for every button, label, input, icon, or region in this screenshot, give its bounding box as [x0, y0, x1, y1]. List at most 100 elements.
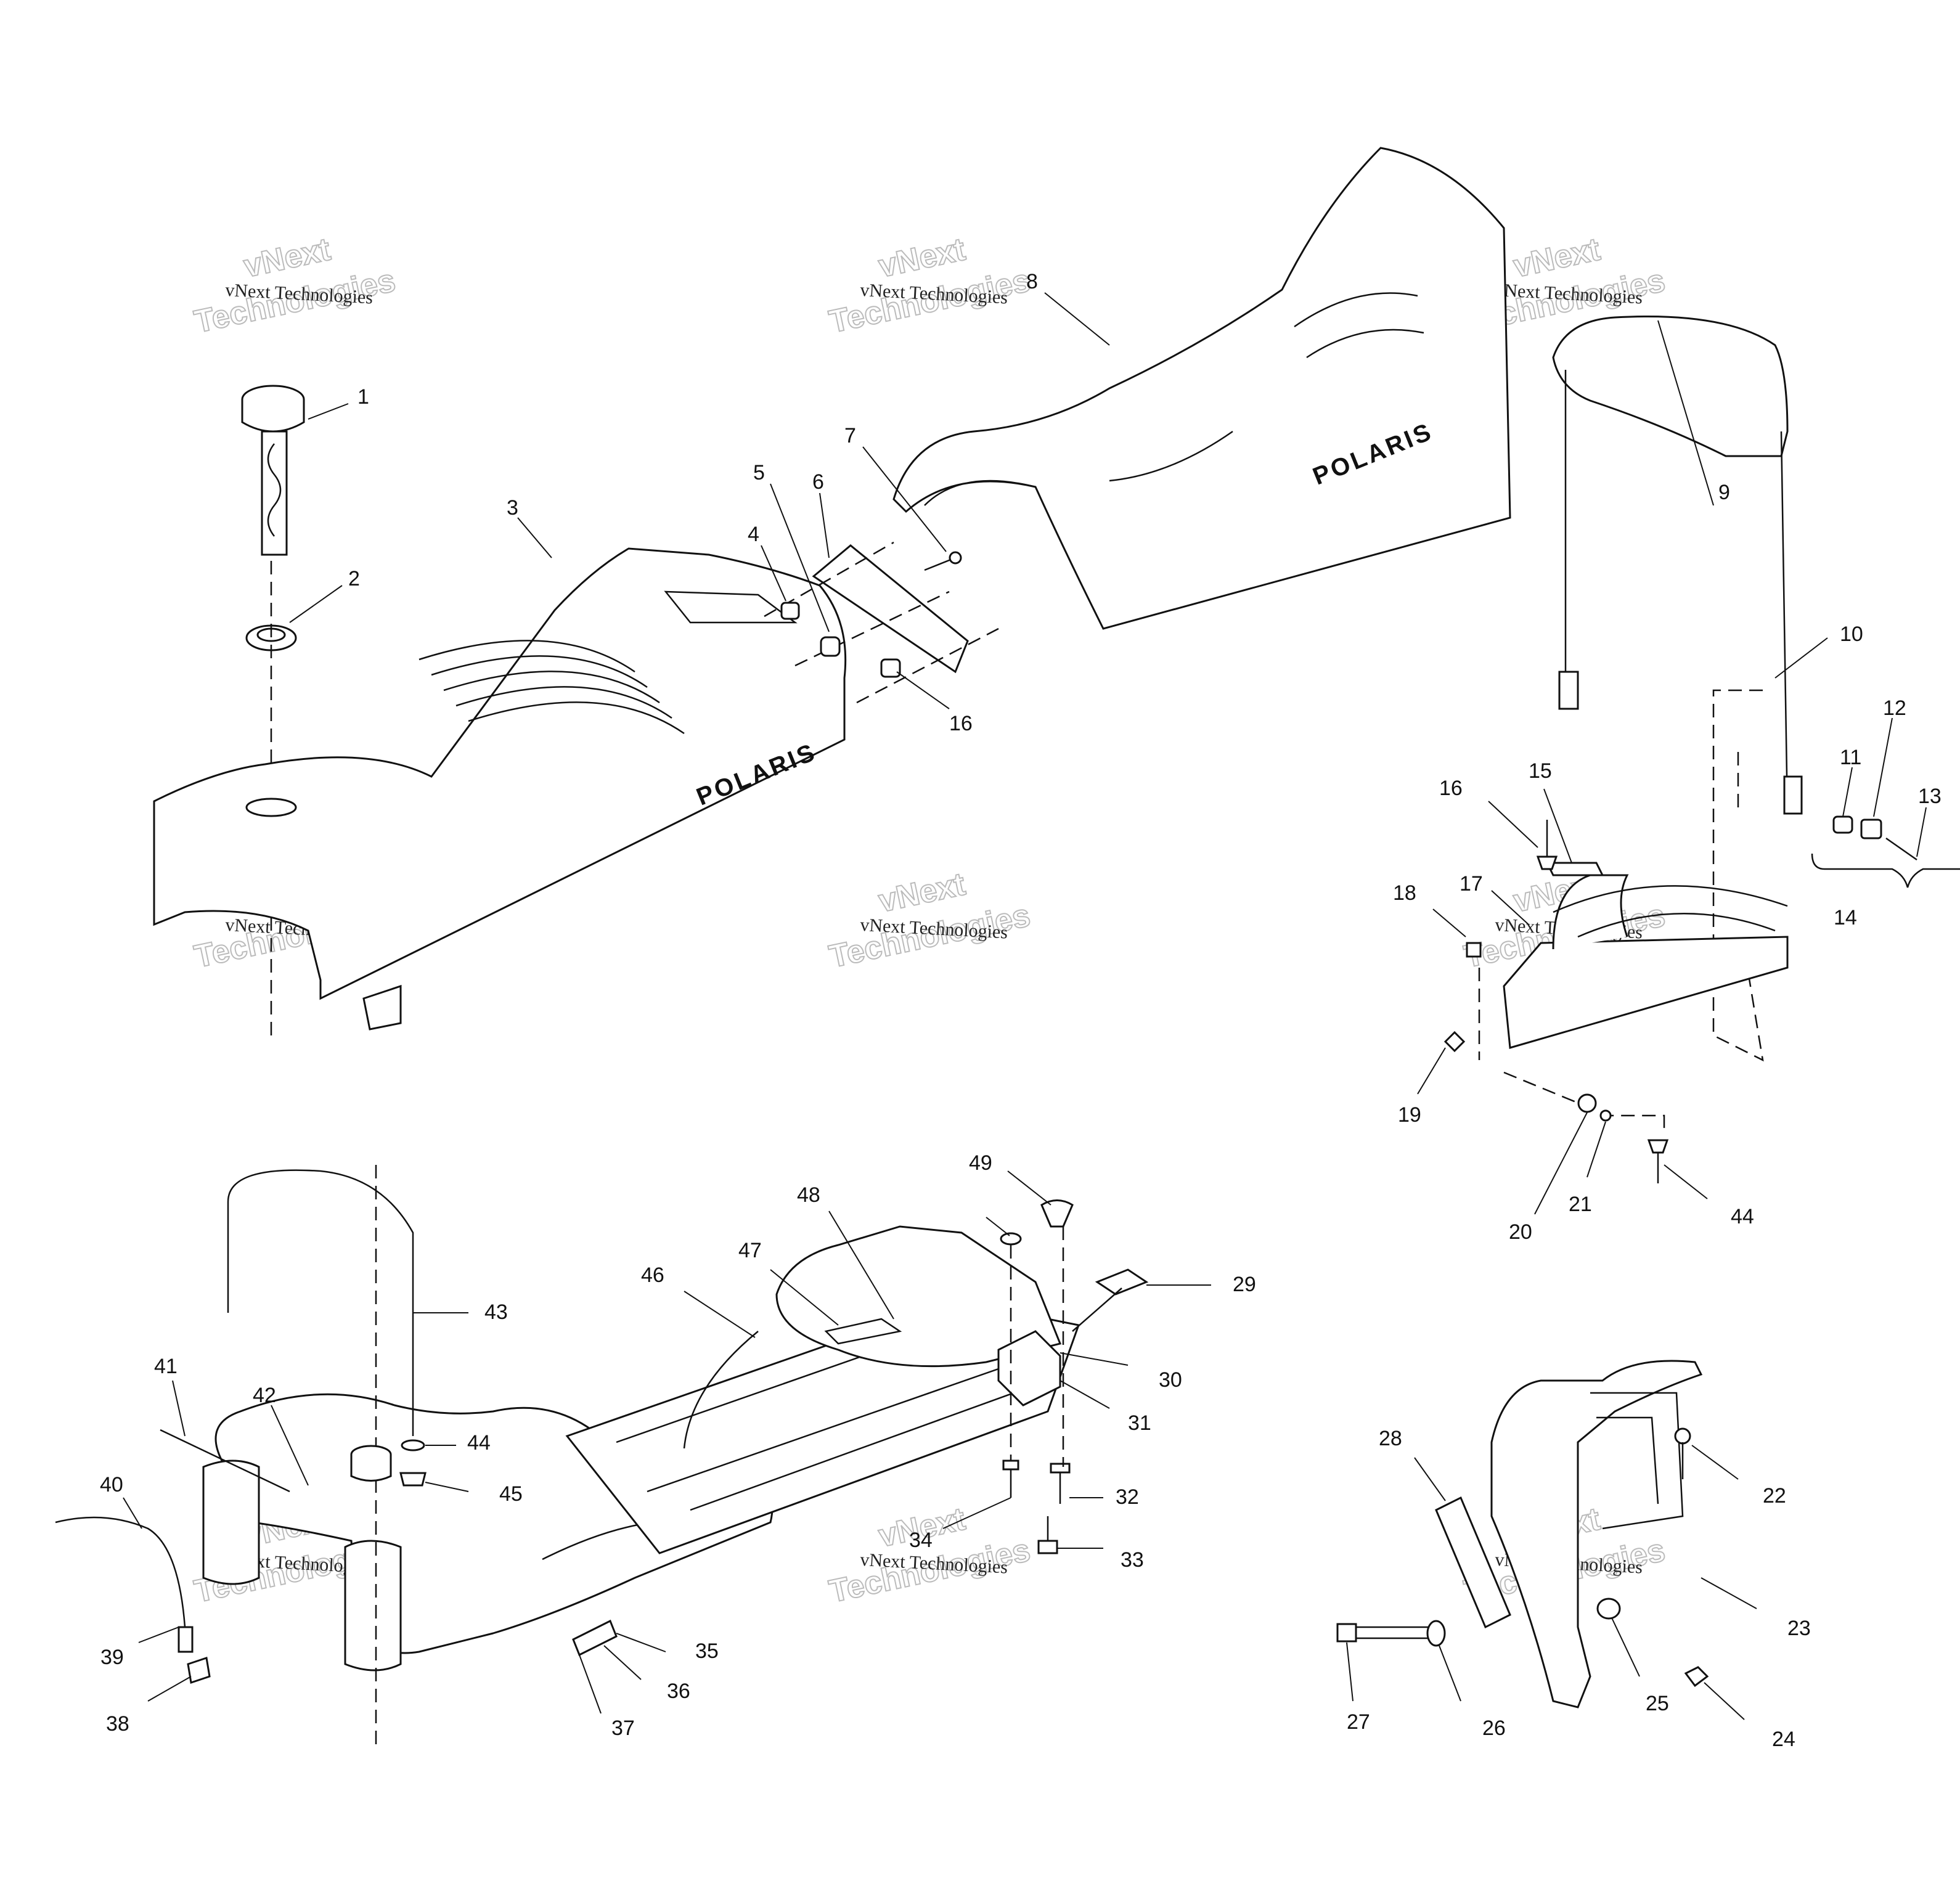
- svg-text:5: 5: [753, 461, 765, 484]
- svg-text:44: 44: [467, 1431, 491, 1455]
- watermark-top-middle: vNext Technologies vNext Technologies: [825, 231, 1034, 341]
- callout-43: 43: [413, 1300, 508, 1324]
- fuel-tank-elbow-fitting-38-39: [178, 1626, 211, 1684]
- seat-mount-screw: [924, 551, 962, 571]
- svg-text:9: 9: [1718, 481, 1730, 504]
- callout-25: 25: [1611, 1617, 1669, 1715]
- grab-bar-nut-24: [1684, 1666, 1709, 1688]
- seat-mount-stud-upper: [780, 602, 800, 620]
- svg-text:43: 43: [484, 1300, 508, 1324]
- fuel-tank-vent-tube-41: [160, 1429, 290, 1493]
- callout-5: 5: [753, 461, 830, 632]
- svg-text:31: 31: [1128, 1411, 1151, 1435]
- callout-24: 24: [1704, 1682, 1795, 1751]
- svg-text:46: 46: [641, 1263, 664, 1287]
- callout-23: 23: [1701, 1577, 1811, 1640]
- svg-text:35: 35: [695, 1639, 719, 1663]
- callout-39: 39: [100, 1627, 179, 1669]
- grab-bar-spacer-25: [1596, 1598, 1621, 1620]
- callout-1: 1: [308, 385, 369, 420]
- callout-49: 49: [969, 1151, 1051, 1206]
- fuel-tank-vent-line-43: [227, 1169, 414, 1436]
- svg-text:49: 49: [969, 1151, 992, 1175]
- callout-22: 22: [1691, 1445, 1786, 1508]
- svg-text:4: 4: [748, 523, 759, 546]
- callout-37: 37: [579, 1654, 635, 1740]
- backrest-clamp-brace-14: [1811, 853, 1960, 888]
- callout-42: 42: [253, 1384, 309, 1486]
- svg-text:16: 16: [949, 712, 973, 735]
- fuel-tank-bracket-29: [1072, 1268, 1149, 1332]
- callout-11: 11: [1840, 746, 1861, 817]
- callout-44a: 44: [425, 1431, 491, 1455]
- callout-15: 15: [1529, 759, 1572, 863]
- svg-text:42: 42: [253, 1384, 276, 1407]
- svg-text:37: 37: [611, 1716, 635, 1740]
- callout-4b: 16: [896, 671, 973, 735]
- fuel-filler-neck: [350, 1445, 392, 1482]
- svg-text:26: 26: [1482, 1716, 1506, 1740]
- svg-text:7: 7: [844, 424, 856, 447]
- callout-38: 38: [106, 1676, 192, 1736]
- svg-text:3: 3: [507, 496, 518, 520]
- svg-text:34: 34: [909, 1529, 933, 1552]
- callout-17: 17: [1460, 872, 1529, 925]
- svg-text:44: 44: [1731, 1205, 1754, 1228]
- seat-mount-stud-middle: [820, 636, 841, 657]
- callout-16a: 16: [1439, 777, 1538, 848]
- svg-text:39: 39: [100, 1646, 124, 1669]
- svg-text:19: 19: [1398, 1103, 1421, 1127]
- backrest-bracket-dashed-outline: [1712, 689, 1764, 1062]
- svg-text:32: 32: [1116, 1485, 1139, 1509]
- callout-3: 3: [507, 496, 552, 558]
- svg-text:vNext: vNext: [875, 232, 968, 285]
- svg-text:47: 47: [738, 1239, 762, 1262]
- callout-9: 9: [1657, 320, 1730, 506]
- svg-text:36: 36: [667, 1680, 690, 1703]
- callout-7: 7: [844, 424, 947, 552]
- callout-4a: 4: [748, 523, 786, 602]
- grab-bar-screw-22: [1674, 1427, 1691, 1479]
- seat-cover-front: [153, 547, 847, 1031]
- fuel-tank-mount-30-31: [997, 1330, 1061, 1406]
- backrest-nut-washer: [1577, 1093, 1612, 1122]
- svg-text:38: 38: [106, 1712, 129, 1736]
- svg-text:40: 40: [100, 1473, 123, 1496]
- callout-41: 41: [154, 1355, 186, 1437]
- svg-text:1: 1: [357, 385, 369, 409]
- grab-bar-bolt-27: [1336, 1623, 1430, 1643]
- svg-text:20: 20: [1509, 1220, 1532, 1244]
- svg-text:13: 13: [1918, 785, 1942, 808]
- watermark-mid-middle: vNext Technologies vNext Technologies: [825, 866, 1034, 976]
- svg-text:2: 2: [348, 567, 360, 590]
- callout-14: 14: [1834, 906, 1857, 929]
- fuel-tank-bolts-32-33-34: [1002, 1459, 1071, 1554]
- grab-bar-mount-plate-28: [1435, 1496, 1511, 1629]
- svg-text:18: 18: [1393, 881, 1416, 905]
- svg-text:41: 41: [154, 1355, 178, 1378]
- seat-mount-stud-lower: [880, 658, 901, 678]
- callout-44b: [986, 1217, 1010, 1236]
- callout-34: 34: [909, 1497, 1011, 1552]
- callout-10: 10: [1774, 622, 1863, 679]
- backrest-clamp-knob: [1832, 815, 1917, 861]
- fuel-tank-plug-49: [1040, 1199, 1074, 1228]
- watermark-bottom-middle: vNext Technologies vNext Technologies: [825, 1501, 1034, 1610]
- svg-text:21: 21: [1569, 1193, 1592, 1216]
- svg-text:30: 30: [1159, 1368, 1182, 1392]
- callout-31: 31: [1060, 1380, 1151, 1435]
- callout-12: 12: [1873, 696, 1906, 817]
- callout-33: 33: [1057, 1548, 1144, 1572]
- callout-35: 35: [616, 1633, 719, 1663]
- svg-text:16: 16: [1439, 777, 1463, 800]
- fuel-tank-top-unit: [775, 1225, 1062, 1368]
- svg-text:6: 6: [812, 470, 824, 494]
- watermark-top-left: vNext Technologies vNext Technologies: [190, 231, 399, 341]
- svg-text:33: 33: [1121, 1548, 1144, 1572]
- callout-27: 27: [1346, 1642, 1370, 1734]
- svg-text:8: 8: [1026, 270, 1038, 293]
- svg-text:14: 14: [1834, 906, 1857, 929]
- svg-text:vNext: vNext: [240, 232, 333, 285]
- svg-text:22: 22: [1763, 1484, 1786, 1508]
- svg-text:vNext: vNext: [1510, 232, 1603, 285]
